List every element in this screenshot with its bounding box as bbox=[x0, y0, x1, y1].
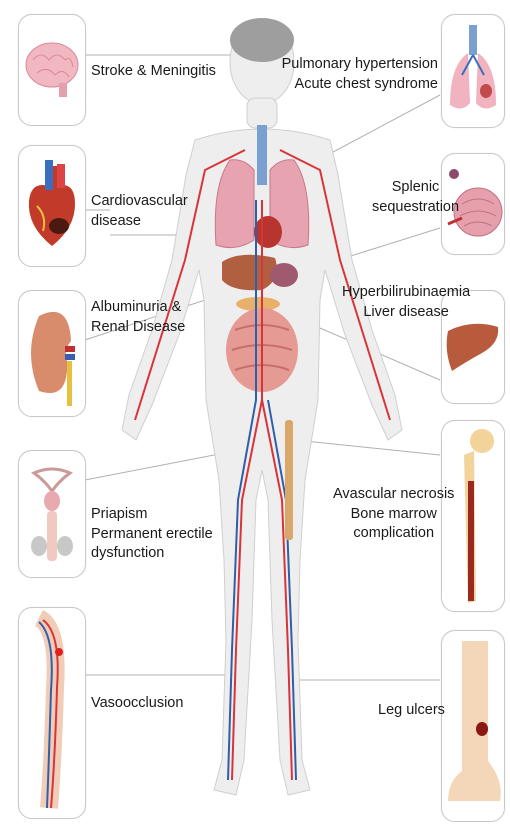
label-priapism: Priapism Permanent erectile dysfunction bbox=[91, 505, 213, 564]
label-leg: Leg ulcers bbox=[378, 701, 445, 721]
label-renal: Albuminuria & Renal Disease bbox=[91, 298, 185, 337]
vessel-box bbox=[18, 607, 86, 819]
heart bbox=[254, 216, 282, 248]
label-pulmonary: Pulmonary hypertension Acute chest syndr… bbox=[282, 55, 438, 94]
heart-icon bbox=[19, 146, 85, 266]
foot-box bbox=[441, 630, 505, 822]
stomach bbox=[270, 263, 298, 287]
foot-ulcer-icon bbox=[442, 631, 504, 821]
femur bbox=[285, 420, 293, 540]
label-avascular: Avascular necrosis Bone marrow complicat… bbox=[333, 485, 454, 544]
trachea bbox=[257, 125, 267, 185]
label-splenic: Splenic sequestration bbox=[372, 178, 459, 217]
label-cardio: Cardiovascular disease bbox=[91, 192, 188, 231]
leg-blood-vessel-icon bbox=[19, 608, 85, 818]
label-liver: Hyperbilirubinaemia Liver disease bbox=[342, 283, 470, 322]
kidney-box bbox=[18, 290, 86, 417]
brain-icon bbox=[19, 15, 85, 125]
brain-box bbox=[18, 14, 86, 126]
lungs-box bbox=[441, 14, 505, 128]
lungs-icon bbox=[442, 15, 504, 127]
label-vaso: Vasoocclusion bbox=[91, 694, 183, 714]
reproductive-box bbox=[18, 450, 86, 578]
heart-box bbox=[18, 145, 86, 267]
kidney-icon bbox=[19, 291, 85, 416]
liver bbox=[222, 255, 277, 290]
reproductive-organ-icon bbox=[19, 451, 85, 577]
label-stroke: Stroke & Meningitis bbox=[91, 62, 216, 82]
